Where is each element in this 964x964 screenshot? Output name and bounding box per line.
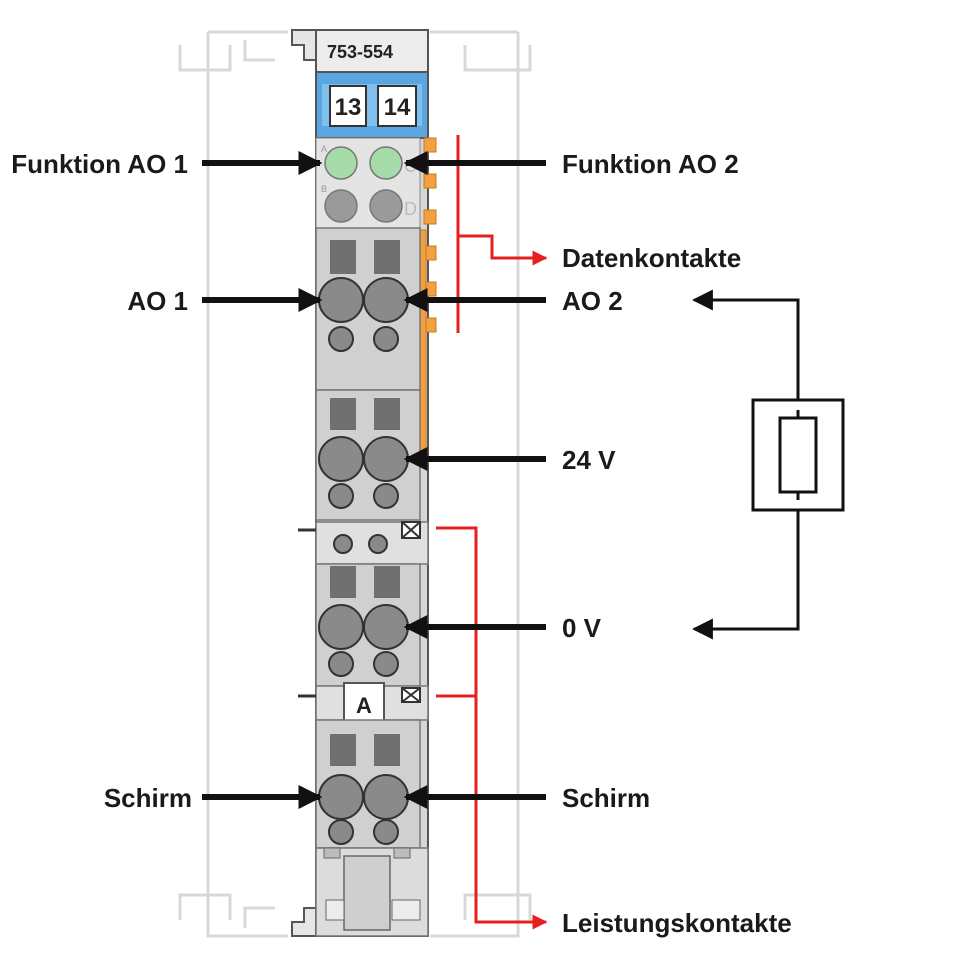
label-leistungskontakte: Leistungskontakte [562, 908, 792, 938]
led-function-ao2 [369, 146, 403, 180]
channel-label-13: 13 [335, 94, 362, 121]
label-ao2: AO 2 [562, 286, 623, 316]
label-funktion-ao1: Funktion AO 1 [11, 149, 188, 179]
terminal-block-4 [315, 719, 421, 849]
load-wire-bottom [691, 510, 800, 640]
top-latch [291, 29, 317, 61]
led-letter-d: D [404, 199, 417, 219]
label-0v: 0 V [562, 613, 602, 643]
marker-a-box [343, 682, 385, 726]
led-grey-b [324, 189, 358, 223]
external-load-circuit [691, 289, 845, 640]
clamp-0v-right [363, 604, 409, 650]
power-jumper-row-2: A [298, 682, 429, 726]
terminal-block-2 [315, 389, 421, 521]
clamp-schirm-left [318, 774, 364, 820]
label-24v: 24 V [562, 445, 616, 475]
label-datenkontakte: Datenkontakte [562, 243, 741, 273]
leistungskontakte-indicator [436, 526, 548, 930]
clamp-24v-right [363, 436, 409, 482]
power-jumper-row-1 [298, 521, 429, 565]
label-ao1: AO 1 [127, 286, 188, 316]
neighbour-module-outline [178, 30, 532, 938]
clamp-24v-left [318, 436, 364, 482]
channel-label-14-box [377, 85, 417, 127]
channel-label-13-box [329, 85, 367, 127]
marker-a: A [356, 693, 372, 718]
bottom-latch [291, 907, 317, 937]
label-schirm-left: Schirm [104, 783, 192, 813]
pointer-arrows [202, 151, 546, 809]
data-contacts [417, 137, 437, 451]
terminal-block-3 [315, 563, 421, 687]
resistor-icon [778, 416, 818, 494]
module-foot [315, 847, 429, 937]
clamp-ao1 [318, 277, 364, 323]
label-funktion-ao2: Funktion AO 2 [562, 149, 739, 179]
led-letter-a: A [321, 144, 327, 154]
clamp-ao2 [363, 277, 409, 323]
load-wire-top [691, 289, 800, 400]
channel-label-14: 14 [384, 94, 411, 121]
clamp-schirm-right [363, 774, 409, 820]
led-function-ao1 [324, 146, 358, 180]
led-grey-d [369, 189, 403, 223]
part-number: 753-554 [327, 42, 393, 62]
led-letter-b: B [321, 184, 327, 194]
label-schirm-right: Schirm [562, 783, 650, 813]
terminal-block-1 [315, 227, 421, 391]
clamp-0v-left [318, 604, 364, 650]
